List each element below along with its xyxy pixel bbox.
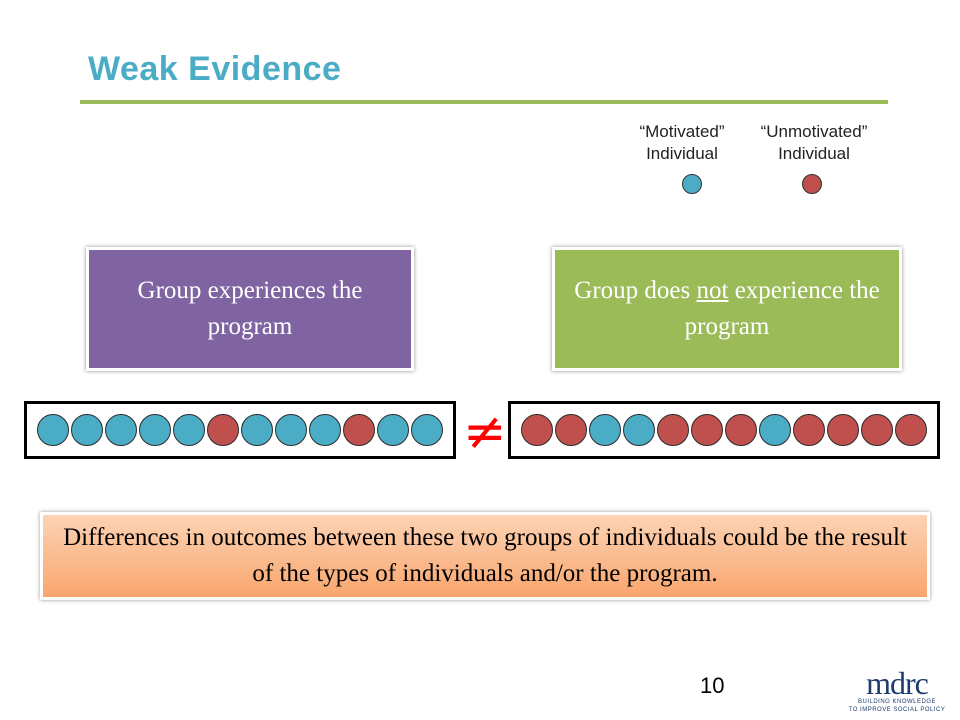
motivated-individual-dot <box>173 414 205 446</box>
legend-motivated-line2: Individual <box>646 144 718 163</box>
motivated-individual-dot <box>37 414 69 446</box>
not-equal-symbol: ≠ <box>463 402 507 462</box>
conclusion-text: Differences in outcomes between these tw… <box>63 524 907 587</box>
treatment-group-label: Group experiences the program <box>137 277 363 340</box>
legend-unmotivated: “Unmotivated” Individual <box>745 121 883 165</box>
motivated-individual-dot <box>759 414 791 446</box>
conclusion-note: Differences in outcomes between these tw… <box>40 512 930 600</box>
unmotivated-individual-dot <box>725 414 757 446</box>
control-group-label: Group does not experience the program <box>565 273 889 345</box>
unmotivated-individual-dot <box>861 414 893 446</box>
legend-motivated-line1: “Motivated” <box>639 122 725 141</box>
mdrc-logo: mdrc BUILDING KNOWLEDGE TO IMPROVE SOCIA… <box>838 665 956 714</box>
legend-motivated: “Motivated” Individual <box>620 121 744 165</box>
motivated-individual-dot <box>71 414 103 446</box>
treatment-group-row <box>24 401 456 459</box>
logo-wordmark: mdrc <box>866 665 929 701</box>
unmotivated-individual-dot <box>343 414 375 446</box>
legend-unmotivated-line1: “Unmotivated” <box>760 122 868 141</box>
unmotivated-individual-dot <box>691 414 723 446</box>
control-label-part1: Group does <box>574 277 697 304</box>
motivated-individual-dot <box>623 414 655 446</box>
legend-motivated-dot <box>682 174 702 194</box>
motivated-individual-dot <box>411 414 443 446</box>
unmotivated-individual-dot <box>207 414 239 446</box>
control-label-part2: experience the program <box>684 277 880 340</box>
control-group-row <box>508 401 940 459</box>
legend-unmotivated-line2: Individual <box>778 144 850 163</box>
motivated-individual-dot <box>105 414 137 446</box>
motivated-individual-dot <box>377 414 409 446</box>
unmotivated-individual-dot <box>895 414 927 446</box>
legend-unmotivated-dot <box>802 174 822 194</box>
logo-tagline-2: TO IMPROVE SOCIAL POLICY <box>848 707 946 713</box>
page-number: 10 <box>700 673 725 698</box>
slide-title: Weak Evidence <box>88 50 342 88</box>
motivated-individual-dot <box>275 414 307 446</box>
unmotivated-individual-dot <box>521 414 553 446</box>
control-label-not: not <box>696 277 729 304</box>
motivated-individual-dot <box>241 414 273 446</box>
motivated-individual-dot <box>139 414 171 446</box>
logo-tagline-1: BUILDING KNOWLEDGE <box>857 699 936 705</box>
unmotivated-individual-dot <box>827 414 859 446</box>
title-underline <box>80 100 888 104</box>
unmotivated-individual-dot <box>657 414 689 446</box>
motivated-individual-dot <box>589 414 621 446</box>
unmotivated-individual-dot <box>793 414 825 446</box>
motivated-individual-dot <box>309 414 341 446</box>
treatment-group-box: Group experiences the program <box>86 247 414 371</box>
control-group-box: Group does not experience the program <box>552 247 902 371</box>
unmotivated-individual-dot <box>555 414 587 446</box>
